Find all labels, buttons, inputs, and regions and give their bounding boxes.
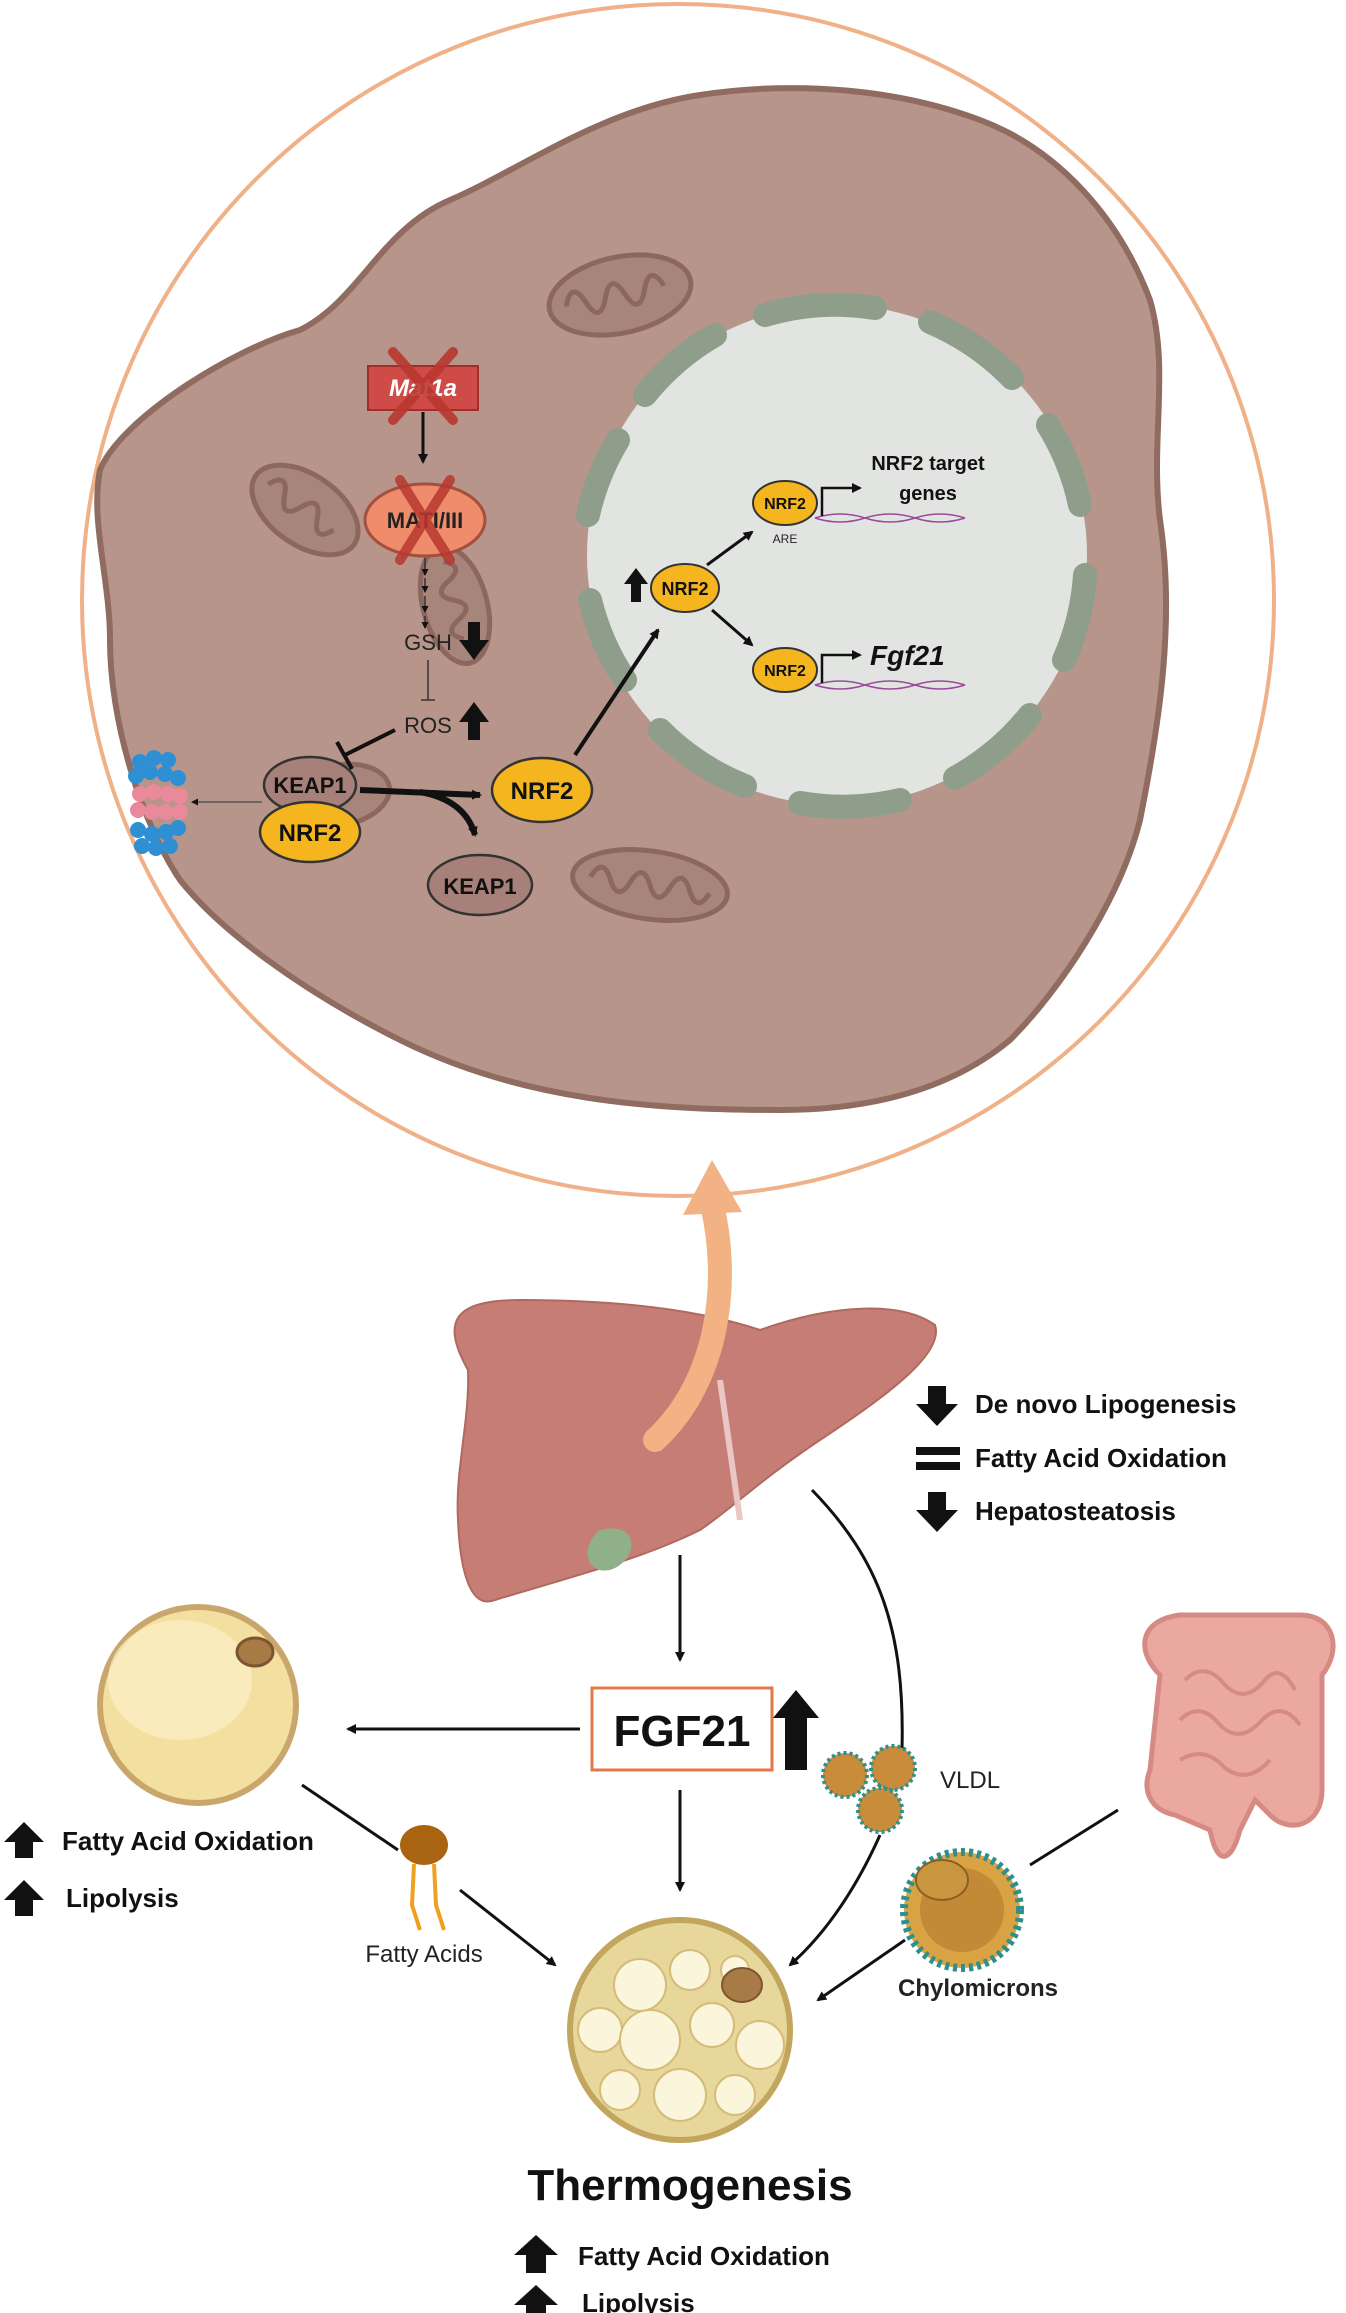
- gsh-down-arrow-icon: [459, 622, 489, 660]
- bat-effect-label: Fatty Acid Oxidation: [578, 2241, 830, 2271]
- liver-effects-list: De novo Lipogenesis Fatty Acid Oxidation…: [916, 1386, 1237, 1532]
- nrf2-are-bound: [752, 480, 818, 526]
- nrf2-in-complex: [258, 800, 362, 864]
- fgf21-up-arrow-icon: [773, 1690, 819, 1770]
- vldl-label: VLDL: [940, 1767, 1000, 1794]
- ros-up-arrow-icon: [459, 702, 489, 740]
- fgf21-hormone-label: FGF21: [614, 1707, 751, 1756]
- knockout-x-icon: [388, 347, 458, 425]
- nrf2-fgf21-label: NRF2: [764, 663, 806, 680]
- fatty-acids-label: Fatty Acids: [365, 1941, 482, 1968]
- proteasome-icon: [128, 750, 188, 856]
- liver-effect-down-arrow-icon: [916, 1386, 958, 1426]
- ros-label: ROS: [404, 713, 452, 738]
- liver-illustration: [453, 1298, 938, 1603]
- bat-effect-up-arrow-icon: [514, 2235, 558, 2273]
- thermogenesis-title: Thermogenesis: [527, 2161, 852, 2210]
- wat-effect-up-arrow-icon: [4, 1822, 44, 1858]
- liver-effect-label: Hepatosteatosis: [975, 1496, 1176, 1526]
- brown-adipocyte: [567, 1917, 793, 2143]
- mitochondrion-icon: [546, 252, 694, 338]
- target-genes-line1: NRF2 target: [871, 453, 985, 475]
- chylomicrons-label: Chylomicrons: [898, 1975, 1058, 2002]
- free-nrf2: [490, 756, 594, 824]
- gallbladder: [587, 1528, 632, 1571]
- knockout-x-icon: [395, 475, 455, 565]
- liver-effect-equal-icon: [916, 1447, 960, 1455]
- wat-effect-label: Lipolysis: [66, 1883, 179, 1913]
- nrf2-are-label: NRF2: [764, 496, 806, 513]
- fatty-acid-icon: [400, 1825, 448, 1931]
- are-label: ARE: [773, 532, 798, 546]
- fgf21-hormone-box: [590, 1686, 774, 1772]
- mitochondrion-icon: [570, 847, 730, 923]
- free-keap1-label: KEAP1: [443, 874, 516, 899]
- gsh-label: GSH: [404, 630, 452, 655]
- nucleus: [587, 305, 1087, 805]
- chylomicron-particle: [900, 1848, 1024, 1972]
- zoom-arrow: [643, 1193, 732, 1452]
- mitochondrion-icon: [249, 462, 361, 558]
- intestine-illustration: [1142, 1612, 1336, 1859]
- nrf2-fgf21-bound: [752, 647, 818, 693]
- bat-effect-up-arrow-icon: [514, 2285, 558, 2313]
- dna-strand: [814, 680, 966, 690]
- nuclear-nrf2-up-arrow-icon: [624, 568, 648, 602]
- nuclear-nrf2-label: NRF2: [661, 579, 708, 599]
- wat-effect-label: Fatty Acid Oxidation: [62, 1826, 314, 1856]
- liver-effect-label: Fatty Acid Oxidation: [975, 1443, 1227, 1473]
- liver-effect-label: De novo Lipogenesis: [975, 1389, 1237, 1419]
- liver-effect-down-arrow-icon: [916, 1492, 958, 1532]
- keap1-complex-label: KEAP1: [273, 773, 346, 798]
- nrf2-complex-label: NRF2: [279, 820, 342, 847]
- dna-strand: [814, 513, 966, 523]
- nuclear-envelope: [576, 292, 1097, 819]
- fgf21-gene-label: Fgf21: [870, 640, 945, 671]
- free-nrf2-label: NRF2: [511, 778, 574, 805]
- target-genes-line2: genes: [899, 483, 957, 505]
- free-keap1: [426, 853, 534, 917]
- liver-effect-equal-icon: [916, 1462, 960, 1470]
- wat-effect-up-arrow-icon: [4, 1880, 44, 1916]
- bat-effect-label: Lipolysis: [582, 2288, 695, 2313]
- nuclear-nrf2: [650, 563, 720, 613]
- vldl-particles: [821, 1744, 917, 1834]
